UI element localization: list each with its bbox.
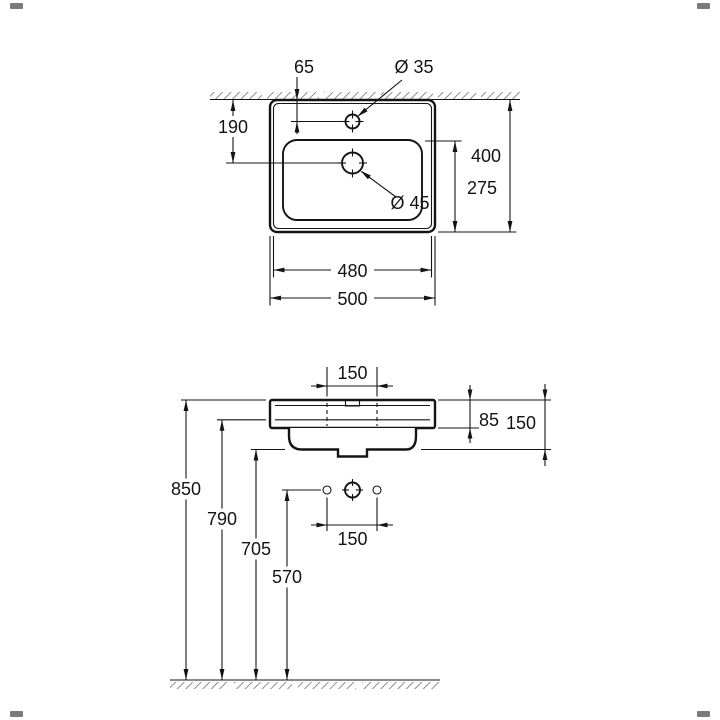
dim-label-400: 400 [471,146,501,166]
label-mask [214,116,252,137]
wall-hatch-segment [438,92,476,99]
tap-hole-projection [344,400,361,407]
dim-label-790: 790 [207,509,237,529]
arrowhead [253,449,259,461]
floor-hatch-segment [298,682,356,689]
dim-label-65: 65 [294,57,314,77]
arrowhead [377,383,388,389]
arrowhead [183,400,189,411]
bowl-outline [282,139,423,221]
basin-outline-front [268,398,437,430]
arrowhead [424,295,435,301]
arrowhead [230,152,236,163]
dim-label-150-right: 150 [506,413,536,433]
arrowhead [507,100,513,111]
wall-hatch [210,92,520,101]
dim-fixing-spacing: 150 [311,497,393,549]
label-mask [331,259,374,281]
dim-label-150-holes: 150 [337,529,367,549]
fixing-hole-right [372,485,382,495]
arrowhead [452,221,458,232]
basin-inner-rim [272,102,433,230]
top-view: 65 Ø 35 190 400 [210,57,520,309]
dim-basin-height: 150 [421,384,551,466]
wall-hatch-segment [210,92,262,99]
dim-overall-width: 500 [269,236,436,309]
dim-label-dia35: Ø 35 [394,57,433,77]
dim-rim-height: 85 [438,385,551,443]
floor-hatch-segment [234,682,292,689]
bowl-underside [287,428,418,458]
dim-bowl-offset: 275 [425,140,497,232]
arrowhead [360,170,371,180]
corner-mark [697,711,710,717]
wall-hatch-segment [324,92,376,99]
dim-label-705: 705 [241,539,271,559]
label-mask [237,538,275,560]
dim-label-850: 850 [171,479,201,499]
dim-floor-to-underside: 790 [203,419,266,680]
label-mask [331,287,374,309]
dim-label-dia45: Ø 45 [390,193,429,213]
dim-label-480: 480 [337,261,367,281]
arrowhead [357,107,368,117]
arrowhead [284,669,290,680]
dim-tap-diameter: Ø 35 [357,57,434,117]
dim-deck-width: 150 [311,363,393,397]
arrowhead [467,428,473,439]
arrowhead [253,669,259,680]
arrowhead [542,449,548,460]
arrowhead [183,669,189,680]
arrowhead [270,295,281,301]
dim-drain-diameter: Ø 45 [360,170,430,213]
corner-marks [10,3,710,717]
arrowhead [273,267,285,273]
floor-hatch [170,679,440,689]
fixing-holes [322,479,382,501]
dim-label-150-top: 150 [337,363,367,383]
fixing-hole-left [322,485,332,495]
floor-hatch-segment [170,682,228,689]
drain-hole [338,148,367,178]
dim-label-275: 275 [467,178,497,198]
arrowhead [420,267,432,273]
arrowhead [377,522,388,528]
label-mask [203,508,241,530]
arrowhead [542,389,548,400]
corner-mark [10,711,23,717]
arrowhead [284,490,290,501]
dim-label-190: 190 [218,117,248,137]
dim-tap-offset: 65 [291,57,346,134]
corner-mark [697,3,710,9]
wall-hatch-segment [267,92,319,99]
arrowhead [316,522,327,528]
dim-drain-offset: 190 [214,100,340,164]
label-mask [268,566,306,588]
arrowhead [316,383,327,389]
front-view: 150 85 150 850 [167,363,551,689]
arrowhead [219,419,225,431]
dim-label-85: 85 [479,410,499,430]
dim-label-500: 500 [337,289,367,309]
basin-outline-top [268,98,437,234]
arrowhead [507,221,513,232]
dim-inner-width: 480 [272,236,433,281]
arrowhead [219,669,225,680]
corner-mark [10,3,23,9]
wall-hatch-segment [381,92,433,99]
dim-floor-to-bowl-bottom: 705 [237,448,285,680]
wall-hatch-segment [481,92,520,99]
dim-overall-depth: 400 [438,100,517,233]
arrowhead [294,121,300,133]
dim-floor-to-fixing: 570 [268,489,321,680]
arrowhead [294,89,300,100]
arrowhead [230,100,236,111]
arrowhead [467,389,473,400]
label-mask [167,478,205,500]
arrowhead [452,141,458,152]
dim-label-570: 570 [272,567,302,587]
floor-hatch-segment [362,682,440,689]
dim-floor-to-rim: 850 [167,399,266,680]
